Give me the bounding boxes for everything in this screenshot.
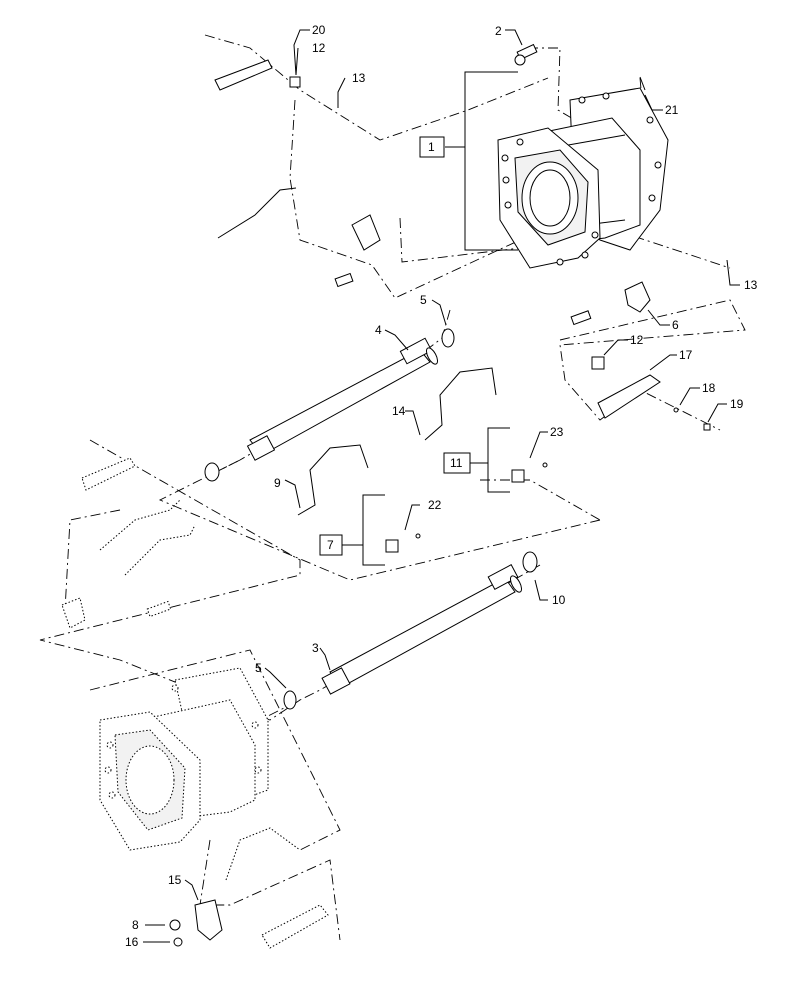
callout-4: 4 <box>375 323 382 337</box>
callout-5a: 5 <box>420 293 427 307</box>
callout-12b: 12 <box>630 333 644 347</box>
callout-22: 22 <box>428 498 442 512</box>
callout-13a: 13 <box>352 71 366 85</box>
callout-2: 2 <box>495 24 502 38</box>
callout-14: 14 <box>392 404 406 418</box>
callout-labels: 1 2 3 4 5 5 6 7 8 9 10 11 12 12 13 13 14… <box>125 23 758 949</box>
tubes <box>99 187 497 881</box>
callout-8: 8 <box>132 918 139 932</box>
callout-9: 9 <box>274 476 281 490</box>
callout-15: 15 <box>168 873 182 887</box>
callout-18: 18 <box>702 381 716 395</box>
upper-housing <box>497 87 669 269</box>
callout-12a: 12 <box>312 41 326 55</box>
callout-16: 16 <box>125 935 139 949</box>
callout-box-1 <box>419 136 445 158</box>
callout-23: 23 <box>550 425 564 439</box>
leader-lines <box>143 29 740 943</box>
lower-housing <box>99 667 269 851</box>
fittings <box>61 43 711 949</box>
callout-7: 7 <box>327 538 334 552</box>
callout-20: 20 <box>312 23 326 37</box>
callout-11: 11 <box>450 456 463 470</box>
callout-17: 17 <box>679 348 693 362</box>
callout-19: 19 <box>730 397 744 411</box>
snap-rings <box>204 328 538 710</box>
callout-1: 1 <box>428 140 435 154</box>
upper-shaft <box>246 337 439 461</box>
callout-10: 10 <box>552 593 566 607</box>
item-1-bracket <box>445 71 518 251</box>
callout-3: 3 <box>312 641 319 655</box>
callout-21: 21 <box>665 103 679 117</box>
lower-shaft <box>321 564 523 695</box>
item-boxes <box>319 136 510 566</box>
callout-5b: 5 <box>255 661 262 675</box>
callout-13b: 13 <box>744 278 758 292</box>
callout-6: 6 <box>672 318 679 332</box>
